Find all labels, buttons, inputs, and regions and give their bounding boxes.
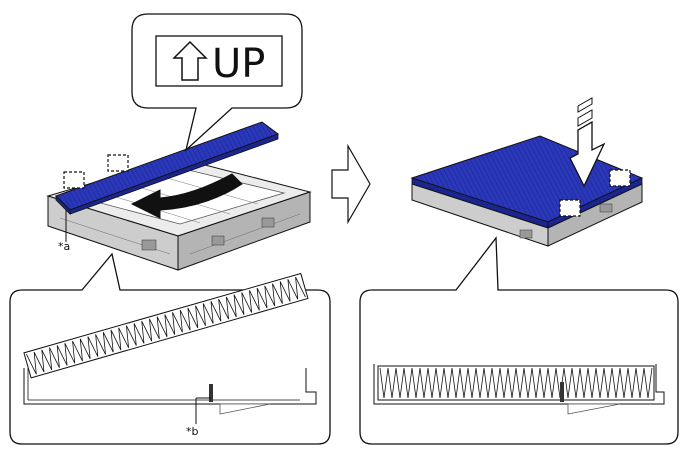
filter-element-tilted bbox=[55, 121, 280, 215]
right-hollow-arrow-icon bbox=[331, 143, 371, 225]
up-label: UP bbox=[212, 41, 265, 87]
curved-arrow-icon bbox=[130, 173, 243, 219]
label-b: *b bbox=[186, 425, 199, 438]
up-arrow-icon bbox=[172, 40, 208, 81]
detail-panel-left: *b bbox=[9, 252, 331, 445]
label-a: *a bbox=[58, 240, 70, 253]
clip-marker-dashed bbox=[107, 154, 129, 172]
down-push-arrow-icon bbox=[569, 97, 606, 188]
clip-marker-dashed bbox=[559, 199, 581, 217]
up-callout: UP bbox=[131, 13, 303, 152]
clip-marker-dashed bbox=[609, 169, 631, 187]
clip-marker-dashed bbox=[63, 171, 85, 189]
right-housing-illustration bbox=[410, 135, 644, 247]
detail-panel-right bbox=[359, 236, 679, 445]
